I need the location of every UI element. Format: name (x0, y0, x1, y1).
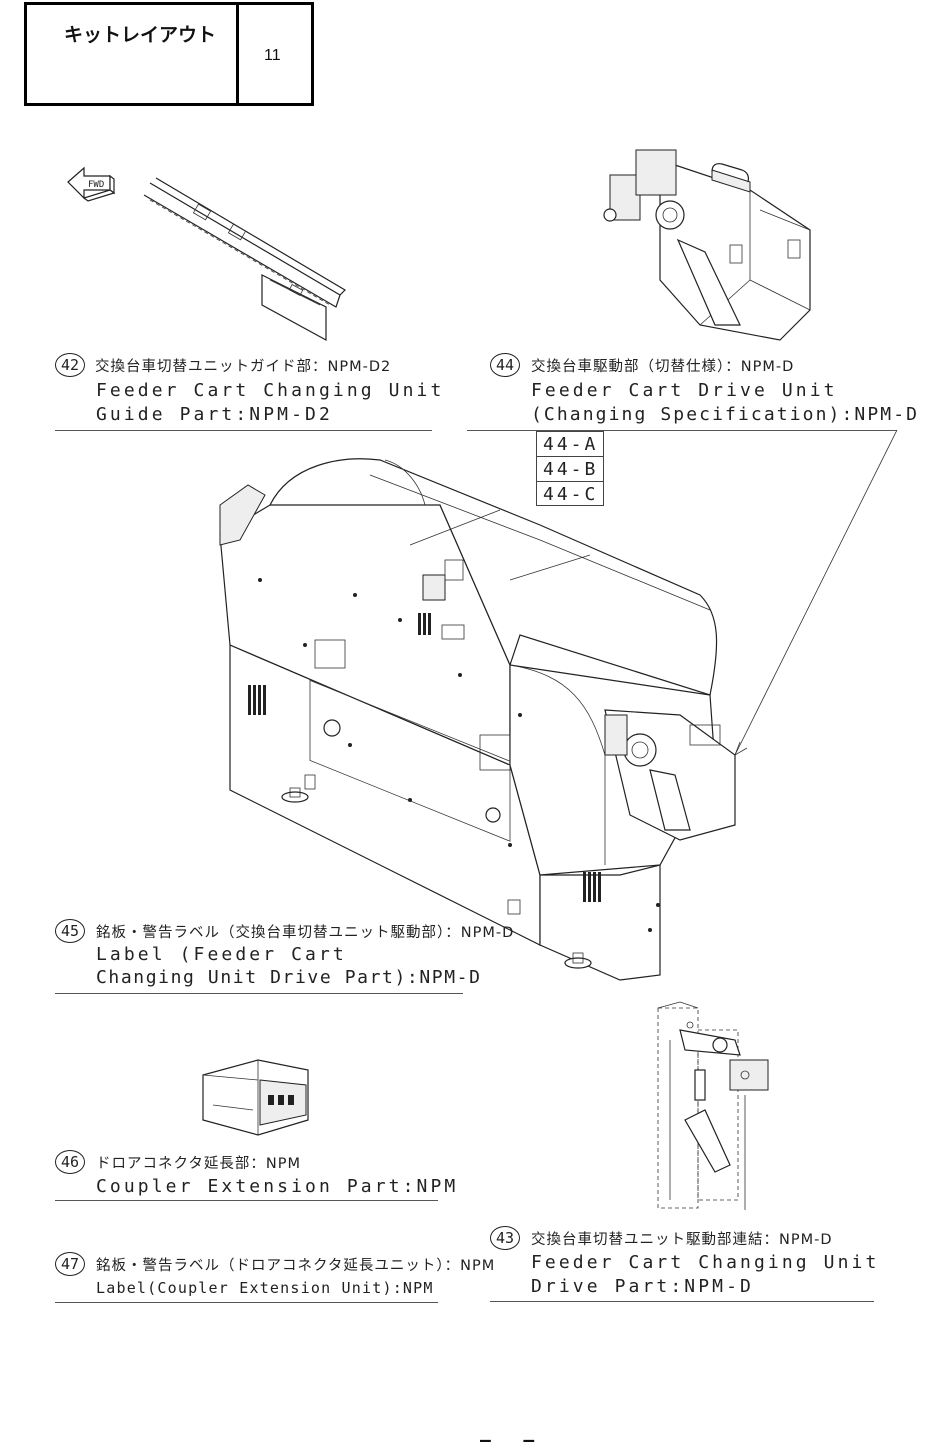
drive-unit-drawing (603, 149, 811, 341)
main-machine-drawing (219, 458, 736, 981)
callout-46-en1: Coupler Extension Part:NPM (96, 1176, 459, 1197)
callout-43-en1: Feeder Cart Changing Unit (531, 1252, 880, 1273)
callout-number-47: 47 (55, 1252, 85, 1276)
callout-42-en2: Guide Part:NPM-D2 (96, 404, 333, 425)
callout-44-en1: Feeder Cart Drive Unit (531, 380, 838, 401)
callout-45-jp: 銘板・警告ラベル（交換台車切替ユニット駆動部）：NPM-D (96, 925, 515, 941)
callout-number-43: 43 (490, 1226, 520, 1250)
callout-46-underline (55, 1200, 438, 1201)
variant-row: 44-C (543, 484, 599, 505)
drive-link-drawing (657, 1001, 769, 1210)
callout-44-en2: (Changing Specification):NPM-D (531, 404, 920, 425)
callout-44-underline (467, 430, 897, 431)
callout-44-jp: 交換台車駆動部（切替仕様）：NPM-D (531, 359, 795, 375)
callout-46-jp: ドロアコネクタ延長部：NPM (96, 1156, 302, 1172)
callout-47-underline (55, 1302, 438, 1303)
callout-number-46: 46 (55, 1150, 85, 1174)
callout-43-underline (490, 1301, 874, 1302)
variant-row: 44-A (537, 432, 603, 457)
variant-row: 44-B (537, 457, 603, 482)
header-divider (236, 2, 239, 106)
callout-45-underline (55, 993, 463, 994)
callout-45-en1: Label (Feeder Cart (96, 944, 347, 965)
fwd-label: FWD (88, 180, 104, 190)
variant-table: 44-A 44-B 44-C (536, 431, 604, 506)
callout-43-en2: Drive Part:NPM-D (531, 1276, 754, 1297)
header-box (24, 2, 314, 106)
callout-number-45: 45 (55, 919, 85, 943)
callout-42-underline (55, 430, 432, 431)
callout-42-jp: 交換台車切替ユニットガイド部：NPM-D2 (95, 359, 392, 375)
callout-45-en2: Changing Unit Drive Part):NPM-D (96, 967, 482, 988)
callout-number-42: 42 (55, 353, 85, 377)
callout-42-en1: Feeder Cart Changing Unit (96, 380, 445, 401)
callout-number-44: 44 (490, 353, 520, 377)
page-title: キットレイアウト (64, 24, 217, 46)
guide-part-drawing (143, 177, 346, 342)
callout-47-jp: 銘板・警告ラベル（ドロアコネクタ延長ユニット）：NPM (96, 1258, 496, 1274)
callout-47-en1: Label(Coupler Extension Unit):NPM (96, 1279, 434, 1297)
fwd-arrow-icon: FWD (67, 166, 116, 202)
callout-43-jp: 交換台車切替ユニット駆動部連結：NPM-D (531, 1232, 833, 1248)
coupler-extension-drawing (202, 1059, 309, 1136)
footer-mark: – – (480, 1430, 535, 1451)
page-number: 11 (264, 47, 281, 64)
